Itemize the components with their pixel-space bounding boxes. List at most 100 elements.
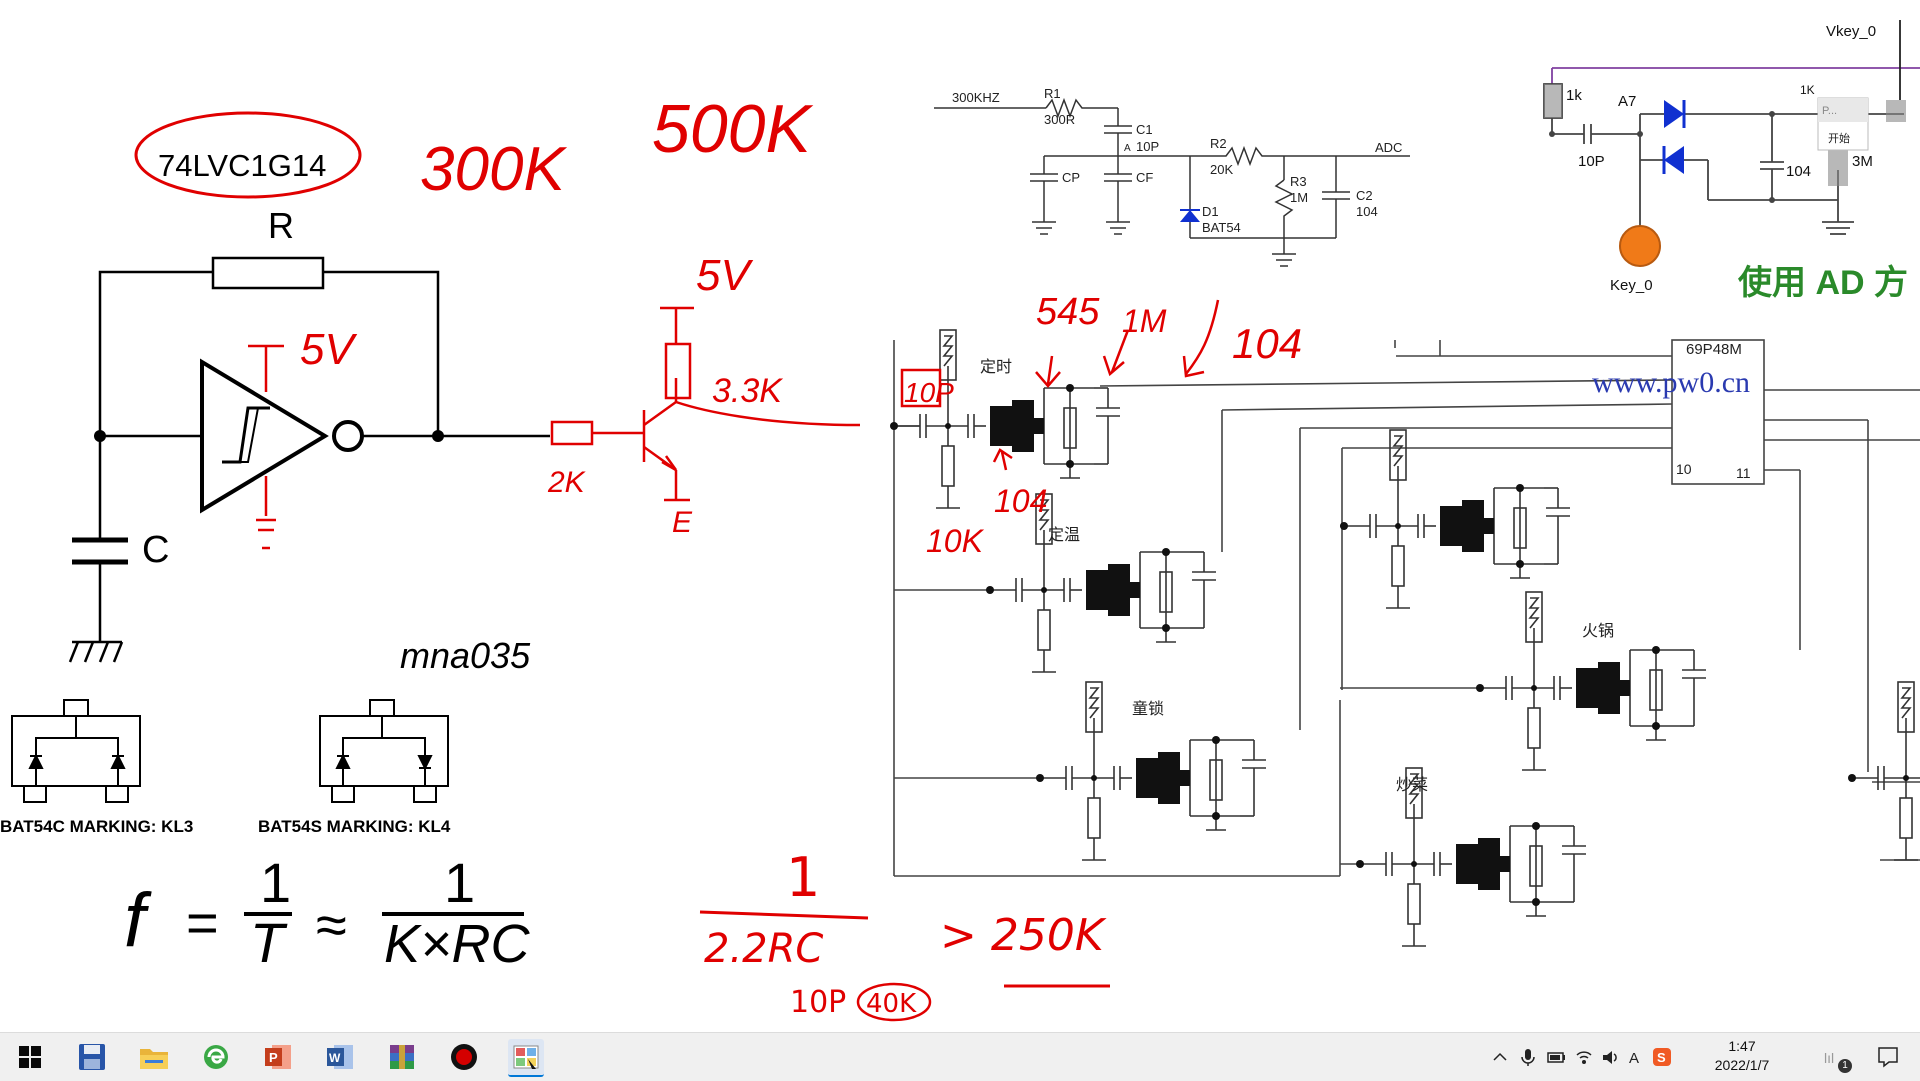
powerpoint-icon: P <box>265 1045 291 1069</box>
d1-label: D1 <box>1202 204 1219 219</box>
label-timer: 定时 <box>980 358 1012 376</box>
start-button[interactable] <box>12 1039 48 1075</box>
microphone-icon[interactable] <box>1518 1047 1538 1067</box>
clock-time: 1:47 <box>1728 1038 1756 1054</box>
chip-highlight-ellipse <box>134 111 362 199</box>
popup-title: P... <box>1822 105 1837 117</box>
red-annotations: 300K 500K 5V <box>300 91 813 374</box>
red-formula: 1 2.2RC > 250K 10P 40K <box>699 846 1110 1022</box>
svg-text:S: S <box>1657 1050 1666 1065</box>
frequency-formula: f = 1 T ≈ 1 K×RC <box>124 851 531 974</box>
r1k-label: 1k <box>1566 87 1582 104</box>
sogou-ime-icon[interactable]: S <box>1652 1047 1672 1067</box>
whiteboard-canvas: R C mna035 74LVC1G14 300K 500K 5V 5V 2K <box>0 20 1920 1022</box>
winrar-button[interactable] <box>384 1039 420 1075</box>
junction-dot <box>432 430 444 442</box>
c2-label: C2 <box>1356 188 1373 203</box>
emitter-note: E <box>672 506 693 539</box>
r1-label: R1 <box>1044 86 1061 101</box>
red-formula-10p: 10P <box>790 985 846 1020</box>
supply-5v-transistor-note: 5V <box>696 251 753 300</box>
paint-icon <box>513 1045 539 1069</box>
tooltip-popup[interactable]: P... 开始 <box>1817 97 1869 151</box>
formula-one2: 1 <box>444 851 475 914</box>
adc-label: ADC <box>1375 140 1402 155</box>
c104-label: 104 <box>1786 163 1811 180</box>
save-app-button[interactable] <box>74 1039 110 1075</box>
recorder-button[interactable] <box>446 1039 482 1075</box>
formula-KRC: K×RC <box>384 914 531 974</box>
diode-a7-upper <box>1664 100 1684 128</box>
ic-name-label: mna035 <box>400 635 531 676</box>
chip-pin11: 11 <box>1736 465 1751 481</box>
schematic-drawing: R C mna035 74LVC1G14 300K 500K 5V 5V 2K <box>0 20 1920 1022</box>
red-1m-note: 1M <box>1122 303 1167 339</box>
svg-text:P: P <box>269 1050 278 1065</box>
clock-date: 2022/1/7 <box>1714 1057 1770 1073</box>
chevron-up-icon[interactable] <box>1490 1047 1510 1067</box>
stage-edge <box>1847 681 1920 861</box>
stage-right-1 <box>1339 429 1571 609</box>
volume-icon[interactable] <box>1600 1047 1620 1067</box>
bat54c-package <box>11 699 141 803</box>
svg-text:W: W <box>329 1051 341 1065</box>
windows-icon <box>19 1046 41 1068</box>
red-formula-den: 2.2RC <box>704 926 823 972</box>
red-104-top-note: 104 <box>1232 320 1302 367</box>
red-supply-lines <box>248 344 284 550</box>
ime-mode-indicator[interactable]: lıl <box>1818 1039 1854 1075</box>
word-button[interactable]: W <box>322 1039 358 1075</box>
red-formula-num: 1 <box>786 846 820 909</box>
res-2k-note: 2K <box>547 466 587 499</box>
r3m-label: 3M <box>1852 153 1873 170</box>
stage-hotpot <box>1475 591 1707 771</box>
battery-icon[interactable] <box>1546 1047 1566 1067</box>
formula-one1: 1 <box>260 851 291 914</box>
red-arrows <box>900 299 1220 471</box>
stage-timer <box>889 329 1121 509</box>
powerpoint-button[interactable]: P <box>260 1039 296 1075</box>
formula-approx: ≈ <box>316 893 347 956</box>
d1-value: BAT54 <box>1202 220 1241 235</box>
c1-a-label: A <box>1124 143 1131 154</box>
res-3k3-note: 3.3K <box>712 372 783 410</box>
input-method-icon[interactable]: A <box>1626 1047 1646 1067</box>
junction-dot <box>94 430 106 442</box>
action-center-icon[interactable] <box>1876 1045 1900 1069</box>
r3-label: R3 <box>1290 174 1307 189</box>
rectifier-schematic <box>934 97 1410 267</box>
popup-start-label[interactable]: 开始 <box>1828 131 1850 145</box>
key-0-label: Key_0 <box>1610 277 1653 294</box>
svg-text:lıl: lıl <box>1824 1050 1834 1066</box>
label-hotpot: 火锅 <box>1582 622 1614 640</box>
file-explorer-button[interactable] <box>136 1039 172 1075</box>
freq-300k-note: 300K <box>420 135 567 204</box>
bat54s-package <box>319 699 449 803</box>
c2-value: 104 <box>1356 204 1378 219</box>
resistor-1k-body <box>1544 84 1562 118</box>
red-transistor-sketch <box>550 306 861 502</box>
stage-temp <box>985 493 1217 673</box>
paint-app-button[interactable] <box>508 1039 544 1077</box>
oscillator-circuit <box>68 256 550 663</box>
formula-eq: = <box>186 891 219 954</box>
diode-a7-lower <box>1664 146 1684 174</box>
floppy-icon <box>79 1044 105 1070</box>
watermark-url: www.pw0.cn <box>1592 366 1750 399</box>
label-stirfry: 炒菜 <box>1396 776 1428 794</box>
folder-icon <box>140 1049 168 1069</box>
cf-label: CF <box>1136 170 1153 185</box>
red-104-bottom-note: 104 <box>994 483 1047 519</box>
c1-label: C1 <box>1136 122 1153 137</box>
windows-taskbar: P W <box>0 1032 1920 1081</box>
word-icon: W <box>327 1045 353 1069</box>
key-0-button-icon[interactable] <box>1619 225 1661 267</box>
browser-button[interactable] <box>198 1039 234 1075</box>
bat54s-marking-label: BAT54S MARKING: KL4 <box>258 817 451 836</box>
vkey-label: Vkey_0 <box>1826 23 1876 40</box>
red-545-note: 545 <box>1036 291 1100 333</box>
wifi-icon[interactable] <box>1574 1047 1594 1067</box>
svg-text:A: A <box>1629 1050 1639 1067</box>
system-clock[interactable]: 1:47 2022/1/7 <box>1692 1037 1792 1077</box>
formula-T: T <box>250 911 288 974</box>
